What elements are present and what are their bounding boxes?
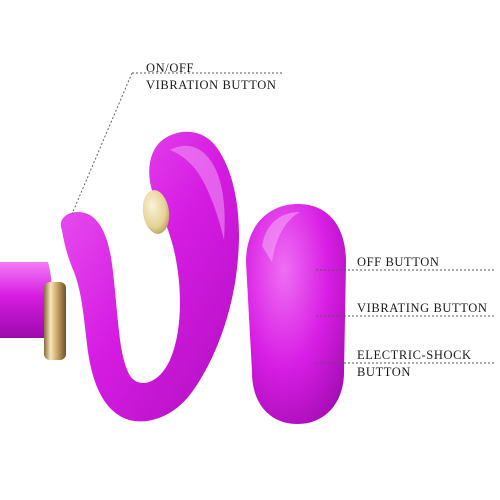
device-gold-ring [44,282,66,360]
device-handle [0,262,52,338]
leader-onoff-diagonal [71,72,133,215]
callout-onoff-line2: VIBRATION BUTTON [146,78,277,92]
callout-off-button: OFF BUTTON [357,255,440,269]
device-body [60,131,239,422]
remote-control-icon [246,204,346,424]
callout-shock-line1: ELECTRIC-SHOCK [357,348,472,362]
callout-vibrating-button: VIBRATING BUTTON [357,301,488,315]
remote-body [246,204,346,424]
remote-highlight [262,212,300,262]
curved-vibrator-icon [0,131,239,422]
leader-lines [71,72,495,364]
callout-shock-line2: BUTTON [357,365,412,379]
device-highlight [170,145,225,240]
round-button-icon [142,190,170,234]
callout-onoff-line1: ON/OFF [146,61,195,75]
